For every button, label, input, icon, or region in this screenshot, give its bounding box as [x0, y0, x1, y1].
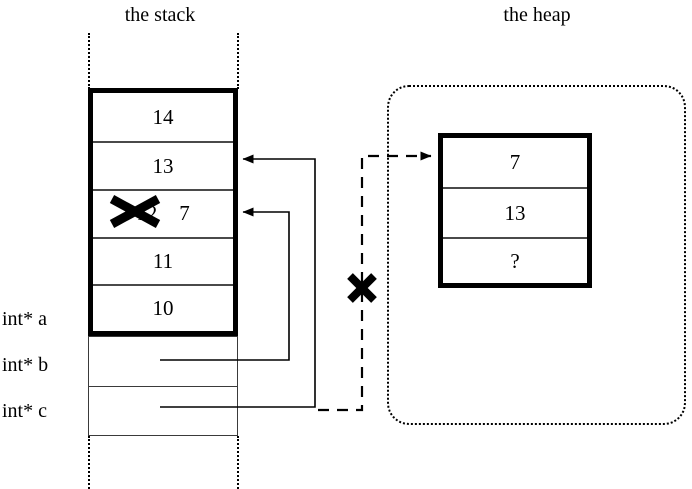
heap-cell-7: 7 [509, 150, 521, 174]
heap-block-frame [438, 133, 592, 288]
stack-guide-line-left-bottom [88, 436, 90, 489]
stack-popped-cell-c [89, 386, 237, 435]
stack-title: the stack [124, 4, 196, 26]
heap-title: the heap [503, 4, 571, 26]
stack-guide-line-right-bottom [237, 436, 239, 489]
variable-label-a: int* a [2, 308, 47, 330]
stack-cell-modified-content: 12 7 [93, 189, 233, 237]
heap-cell-13: 13 [443, 187, 587, 237]
variable-label-b: int* b [2, 354, 49, 376]
stack-popped-cell-b [89, 337, 237, 386]
x-cross-invalid-icon [347, 273, 377, 303]
stack-cell-old-value: 12 [136, 200, 158, 225]
stack-guide-line-left-top [88, 33, 90, 89]
variable-label-c: int* c [2, 400, 47, 422]
stack-cell-10: 10 [93, 284, 233, 331]
stack-cell-13: 13 [93, 141, 233, 189]
stack-guide-line-right-top [237, 33, 239, 89]
heap-cell-unknown: ? [443, 237, 587, 283]
stack-cell-new-value: 7 [179, 200, 190, 225]
stack-cell-14: 14 [152, 104, 174, 129]
stack-cell-11: 11 [93, 237, 233, 284]
